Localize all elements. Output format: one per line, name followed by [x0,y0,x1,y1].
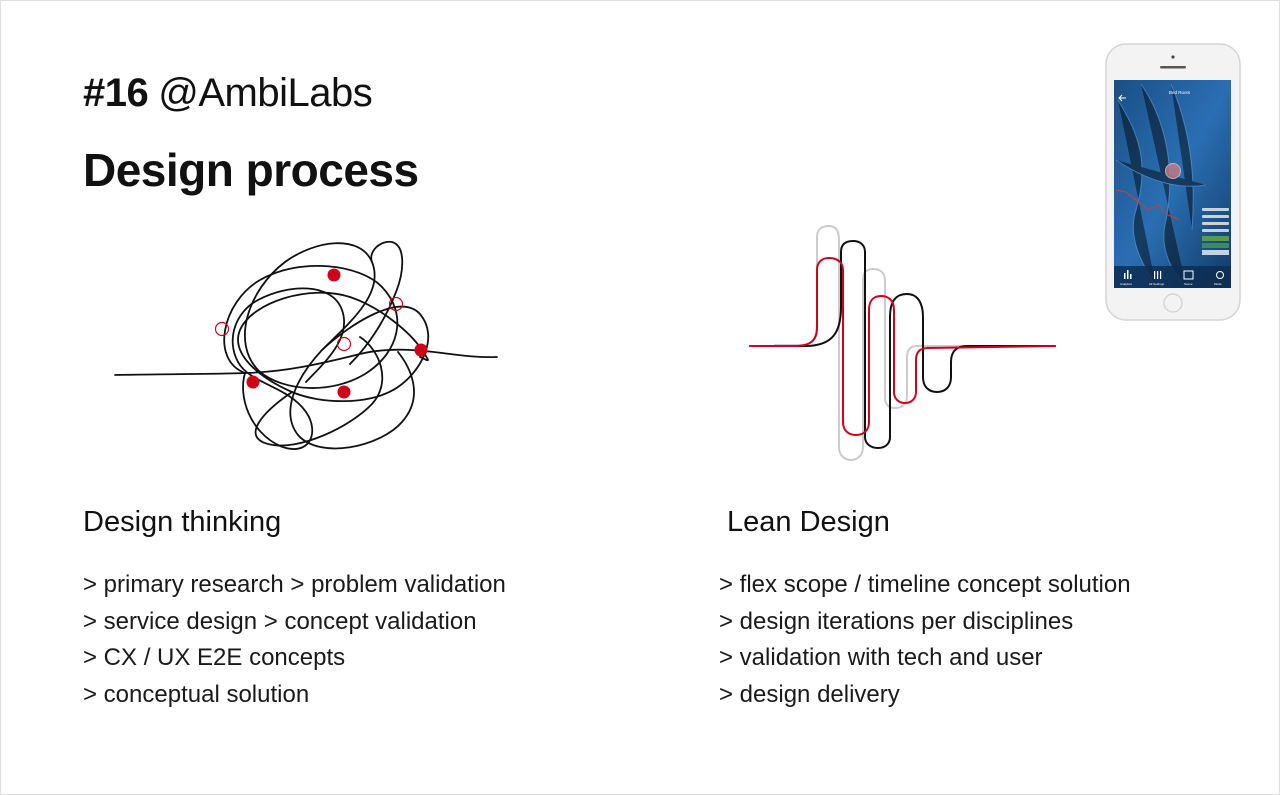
waveform-grey-line [774,224,971,462]
list-item: > design iterations per disciplines [719,607,1074,635]
heading-design-thinking: Design thinking [83,506,282,538]
phone-room-title: Bed Room [1169,90,1191,95]
slide-number: #16 [83,71,149,115]
waveform-black-line [749,239,1056,450]
scribble-illustration [114,240,498,450]
phone-nav-settings: All Settings [1149,282,1165,286]
phone-nav-scene: Scene [1184,282,1193,286]
design-thinking-list: > primary research > problem validation … [83,567,506,713]
slide-handle: @AmbiLabs [158,71,373,115]
back-arrow-icon [1118,94,1126,102]
lean-design-list: > flex scope / timeline concept solution… [719,567,1131,713]
page-title: Design process [83,144,419,196]
waveform-red-line [749,256,1056,437]
list-item: > CX / UX E2E concepts [83,644,346,671]
list-item: > design delivery [719,680,900,708]
list-item: > flex scope / timeline concept solution [719,571,1131,598]
phone-nav-analytics: Analytics [1120,282,1133,286]
phone-nav-mode: Mode [1214,282,1222,286]
list-item: > conceptual solution [83,680,310,708]
waveform-illustration [749,224,1056,462]
list-item: > validation with tech and user [719,644,1043,671]
phone-mockup: Bed Room Analytics All Settings Scene Mo… [1105,43,1241,321]
heading-lean-design: Lean Design [727,506,890,538]
list-item: > primary research > problem validation [83,571,506,598]
slide-header: #16@AmbiLabs [83,68,373,118]
list-item: > service design > concept validation [83,607,477,635]
